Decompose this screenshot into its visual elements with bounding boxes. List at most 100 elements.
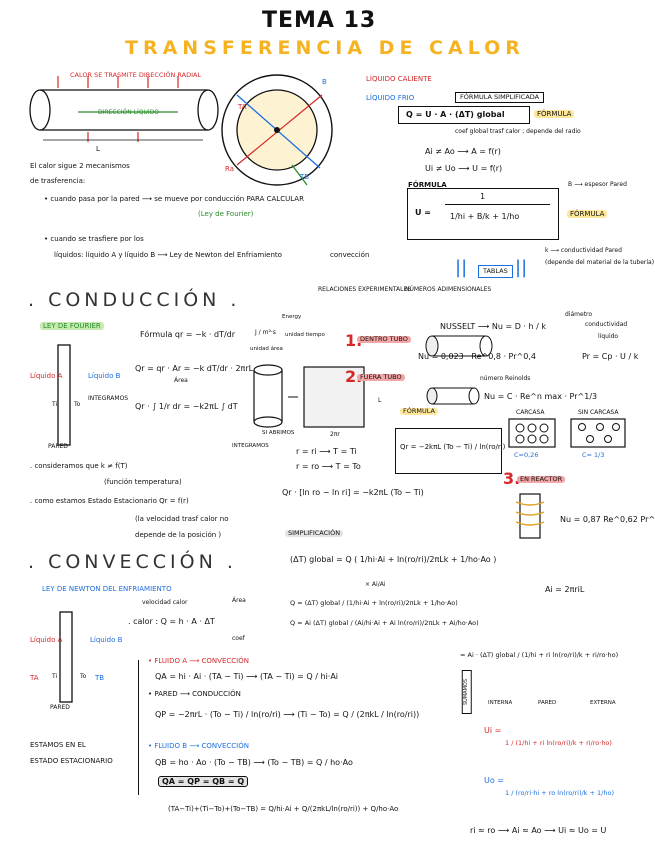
si-abrimos-label: SI ABRIMOS xyxy=(262,430,295,436)
case-3-number: 3. xyxy=(503,469,521,488)
fourier-label: (Ley de Fourier) xyxy=(198,210,254,218)
energy-label: Energy xyxy=(282,314,302,320)
externa-label: EXTERNA xyxy=(590,700,616,706)
uo-label: Uo = xyxy=(484,776,504,785)
dentro-tubo-badge: DENTRO TUBO xyxy=(357,335,411,344)
area-label: Área xyxy=(174,377,188,384)
page-title: TEMA 13 xyxy=(262,8,377,33)
b-thickness: B ⟶ espesor Pared xyxy=(568,181,627,188)
c-026-label: C=0,26 xyxy=(514,451,539,459)
velocidad-note: (la velocidad trasf calor no xyxy=(135,515,229,523)
r-ro-condition: r = ro ⟶ T = To xyxy=(296,462,361,471)
ui-label: Ui = xyxy=(484,726,502,735)
k-conductivity: k ⟶ conductividad Pared xyxy=(545,247,622,254)
numeros-label: NÚMEROS ADIMENSIONALES xyxy=(405,286,492,293)
tb-label: TB xyxy=(300,173,310,181)
cylinder-unroll-diagram xyxy=(253,364,365,428)
equal-flux-box: QA = QP = QB = Q xyxy=(158,776,249,788)
reactor-badge: EN REACTOR xyxy=(517,475,566,484)
ti-label-2: Ti xyxy=(52,673,58,680)
u-formula-box xyxy=(407,188,559,240)
x-ai-label: × Ai/Ai xyxy=(365,581,386,588)
mechanisms-text-2: de trasferencia: xyxy=(30,177,86,185)
estado-label: ESTADO ESTACIONARIO xyxy=(30,757,113,765)
cold-liquid: LÍQUIDO FRIO xyxy=(366,94,415,102)
pared-label-3: PARED xyxy=(538,700,557,706)
final-conclusion: ri ≈ ro ⟶ Ai ≈ Ao ⟶ Ui ≈ Uo = U xyxy=(470,826,607,835)
to-label: To xyxy=(74,401,81,408)
area-unit-label: unidad área xyxy=(250,346,283,352)
liquid-a-label-2: Líquido A xyxy=(30,636,63,644)
prandtl-eq: Pr = Cp · U / k xyxy=(582,352,639,361)
nusselt-eq: NUSSELT ⟶ Nu = D · h / k xyxy=(440,322,546,331)
fourier-formula: Fórmula qr = −k · dT/dr xyxy=(140,330,236,339)
sin-carcasa-diagram xyxy=(570,418,626,448)
formula-tag: FÓRMULA xyxy=(534,110,575,119)
qr-result: Qr = −2kπL (To − Ti) / ln(ro/ri) xyxy=(400,443,506,451)
cross-section-diagram xyxy=(221,74,333,186)
wall-diagram-2 xyxy=(59,611,73,703)
liquid-b-label-2: Líquido B xyxy=(90,636,123,644)
sum-eq: (TA−Ti)+(Ti−To)+(To−TB) = Q/hi·Ai + Q/(2… xyxy=(168,805,399,813)
estamos-label: ESTAMOS EN EL xyxy=(30,741,86,749)
funcion-label: (función temperatura) xyxy=(104,478,182,486)
ti-label: Ti xyxy=(52,401,58,408)
page-subtitle: TRANSFERENCIA DE CALOR xyxy=(125,37,525,59)
k-depends: (depende del material de la tubería) xyxy=(545,259,655,266)
parallel-lines-left: || xyxy=(455,257,468,278)
area-calor: Área xyxy=(232,597,246,604)
integramos-label-2: INTEGRAMOS xyxy=(232,443,269,449)
wall-diagram xyxy=(57,344,71,446)
tube-inside-icon xyxy=(425,335,493,357)
u-formula-numerator: 1 xyxy=(480,192,486,201)
liquido-label: líquido xyxy=(598,333,619,340)
integramos-label: INTEGRAMOS xyxy=(88,395,129,402)
r-ri-condition: r = ri ⟶ T = Ti xyxy=(296,447,357,456)
uo-expr: 1 / (ro/ri·hi + ro ln(ro/ri)/k + 1/ho) xyxy=(505,789,614,797)
conveccion-heading: . CONVECCIÓN . xyxy=(28,551,237,573)
mechanism-b: • cuando se trasfiere por los xyxy=(44,235,144,243)
reactor-eq: Nu = 0,87 Re^0,62 Pr^1/3 xyxy=(560,515,655,524)
main-formula: Q = U · A · (ΔT) global xyxy=(406,110,505,119)
sin-carcasa-label: SIN CARCASA xyxy=(578,409,619,416)
q-frac-2: Q = Ai (ΔT) global / (Ai/hi·Ai + Ai ln(r… xyxy=(290,619,479,627)
ai-ao-relation: Ai ≠ Ao ⟶ A = f(r) xyxy=(425,147,501,156)
direction-label: DIRECCIÓN LÍQUIDO xyxy=(98,109,159,116)
diametro-label: diámetro xyxy=(565,311,593,318)
conveccion-label: convección xyxy=(330,251,370,259)
qr-eq-2: Qr · ∫ 1/r dr = −k2πL ∫ dT xyxy=(135,402,238,411)
formula-badge-3: FÓRMULA xyxy=(400,407,438,416)
conductividad-label: conductividad xyxy=(585,321,628,328)
ui-expr: 1 / (1/hi + ri ln(ro/ri)/k + ri/ro·ho) xyxy=(505,739,612,747)
reynolds-label: número Reinolds xyxy=(480,375,531,382)
q-frac-3: = Ai · (ΔT) global / (1/hi + ri ln(ro/ri… xyxy=(460,651,619,659)
ra-label: Ra xyxy=(225,165,234,173)
simplificacion-badge: SIMPLIFICACIÓN xyxy=(285,529,344,538)
depende-note: depende de la posición ) xyxy=(135,531,222,539)
pared-conduccion-label: • PARED ⟶ CONDUCCIÓN xyxy=(148,690,241,698)
nu-c-eq: Nu = C · Re^n max · Pr^1/3 xyxy=(484,392,598,401)
u-equals: U = xyxy=(415,208,431,217)
carcasa-diagram xyxy=(508,418,556,448)
newton-law: LEY DE NEWTON DEL ENFRIAMIENTO xyxy=(42,585,172,593)
b-label: B xyxy=(322,78,327,86)
time-unit-label: unidad tiempo xyxy=(285,332,325,338)
pipe-diagram xyxy=(29,76,219,142)
ai-eq: Ai = 2πriL xyxy=(545,585,585,594)
pared-label-2: PARED xyxy=(50,704,70,711)
estado-estacionario: . como estamos Estado Estacionario Qr = … xyxy=(30,497,189,505)
parallel-lines-right: || xyxy=(515,257,528,278)
qr-eq-3: Qr · [ln ro − ln ri] = −k2πL (To − Ti) xyxy=(282,488,424,497)
tb-label-2: TB xyxy=(95,674,105,682)
consideramos: . consideramos que k ≠ f(T) xyxy=(30,462,128,470)
case-1-number: 1. xyxy=(345,331,363,350)
sumamos-badge: SUMAMOS xyxy=(462,670,472,714)
liquid-a-label: Líquido A xyxy=(30,372,63,380)
reactor-coil-diagram xyxy=(515,493,545,539)
mechanisms-text-1: El calor sigue 2 mecanismos xyxy=(30,162,130,170)
to-label-2: To xyxy=(80,673,87,680)
ta-label: TA xyxy=(238,103,247,111)
relaciones-label: RELACIONES EXPERIMENTALES xyxy=(318,286,412,293)
q-frac-1: Q = (ΔT) global / (1/hi·Ai + ln(ro/ri)/2… xyxy=(290,599,458,607)
coef-label: coef xyxy=(232,635,245,642)
